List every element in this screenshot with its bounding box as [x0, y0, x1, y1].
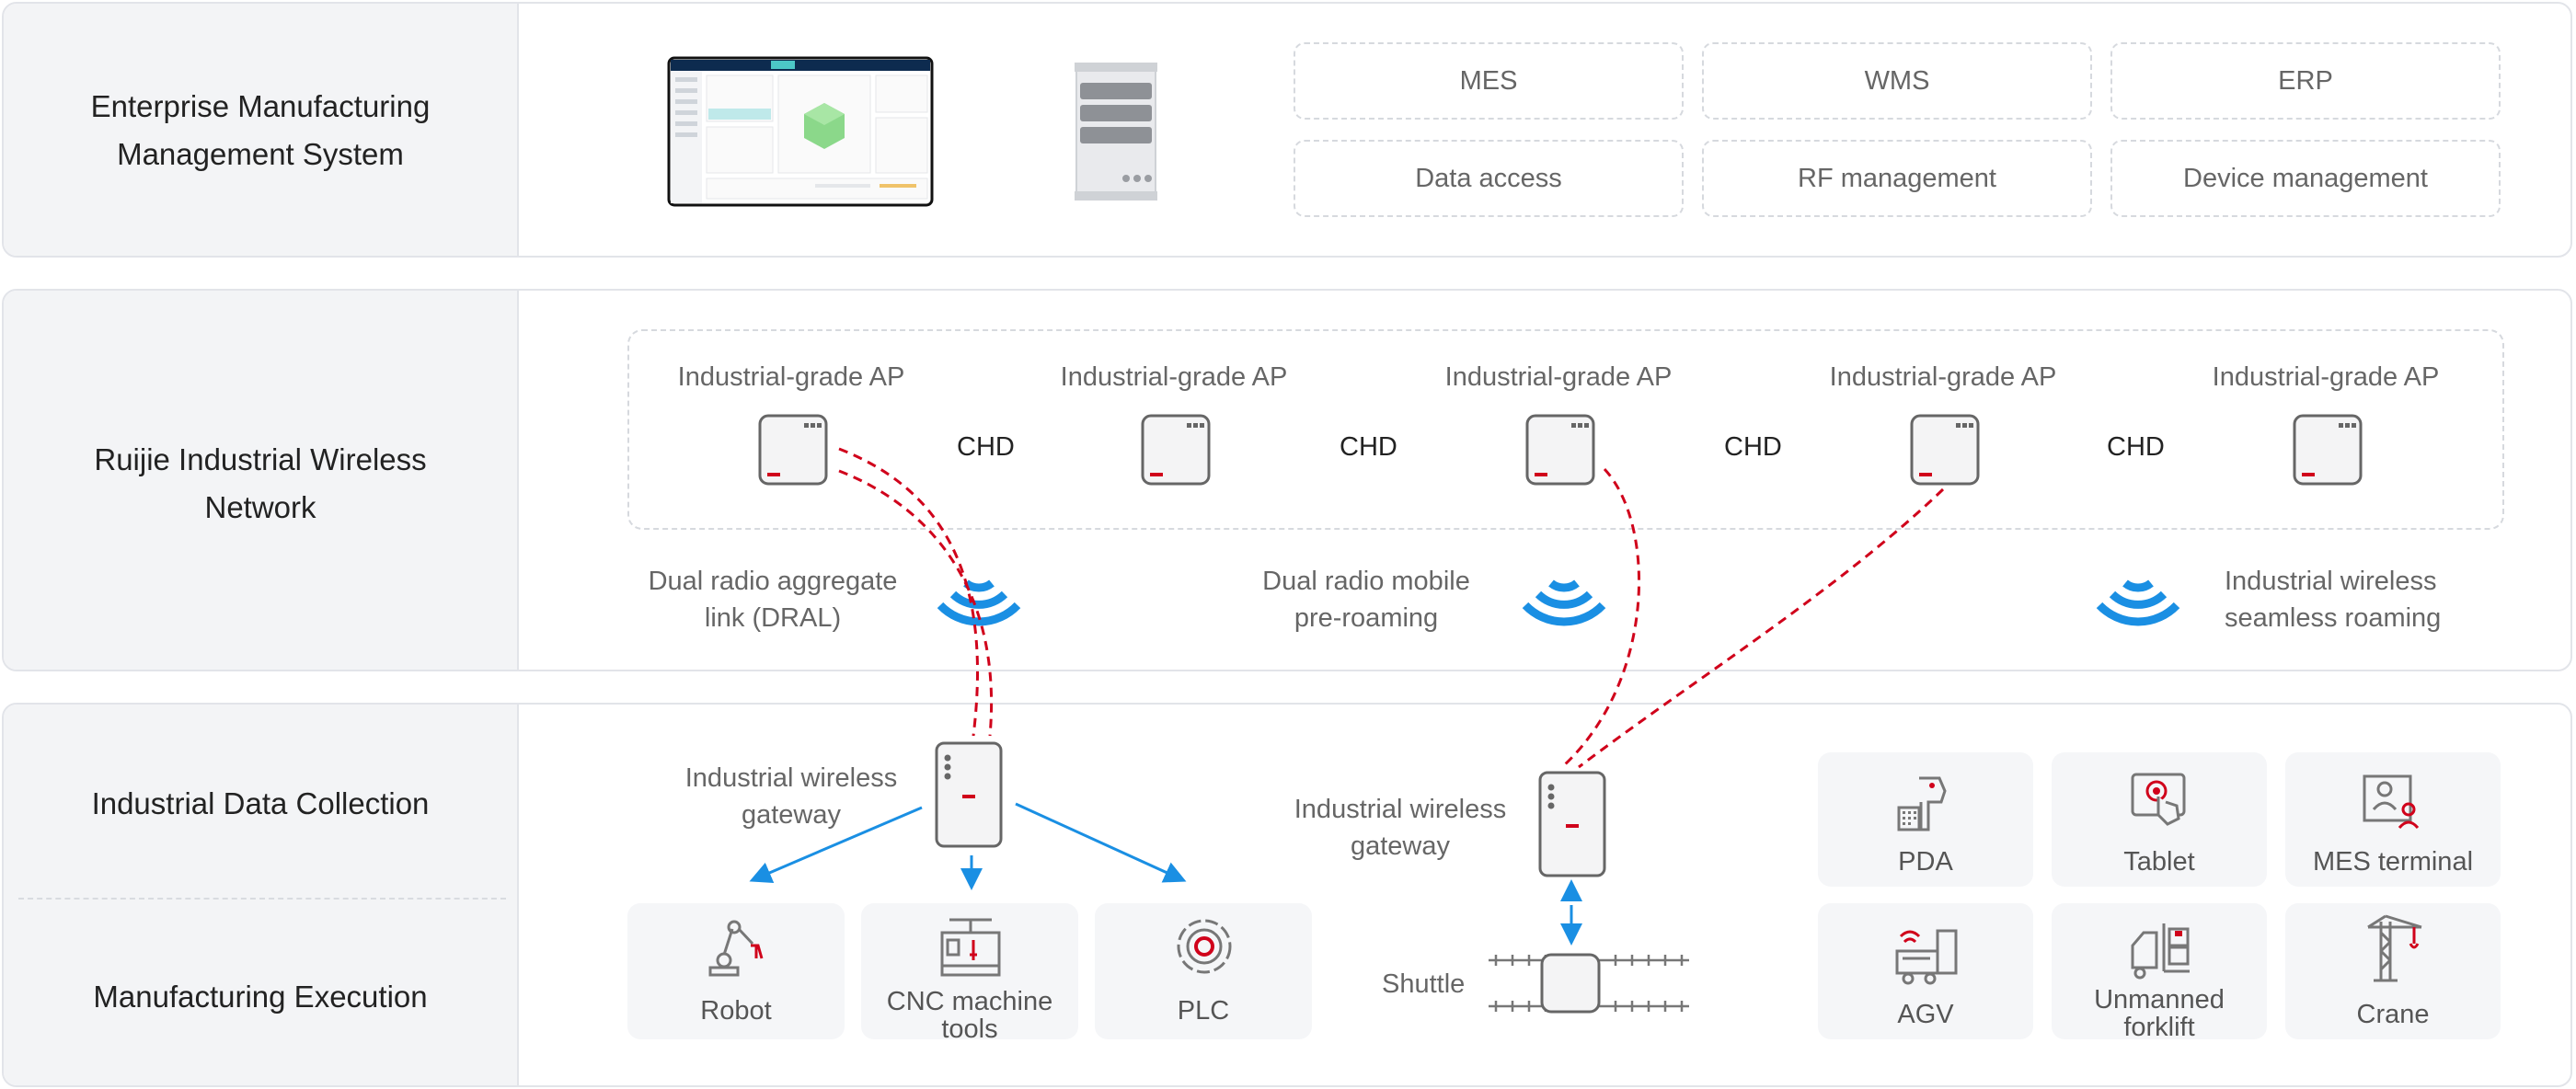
wifi-icon [2096, 579, 2180, 626]
access-point-icon [758, 414, 828, 486]
tablet-touch-icon [2131, 773, 2186, 826]
ap-group [627, 329, 2504, 530]
access-point-icon [1141, 414, 1211, 486]
terminal-label: PDA [1898, 847, 1953, 877]
shuttle-rail-icon [1489, 953, 1689, 1014]
terminal-card-crane: Crane [2285, 903, 2501, 1039]
machine-card-plc: PLC [1095, 903, 1312, 1039]
ap-label-4: Industrial-grade AP [1829, 362, 2057, 392]
enterprise-layer: Enterprise Manufacturing Management Syst… [2, 2, 2572, 258]
layer-label-panel [4, 705, 519, 1085]
terminal-card-agv: AGV [1818, 903, 2033, 1039]
system-box-rf-management: RF management [1702, 140, 2092, 217]
terminal-label: MES terminal [2312, 847, 2474, 877]
terminal-label: Crane [2356, 1000, 2430, 1029]
layer-label-panel [4, 291, 519, 670]
robot-arm-icon [708, 920, 764, 977]
ap-label-1: Industrial-grade AP [677, 362, 905, 392]
layer-label-network: Ruijie Industrial Wireless Network [94, 442, 427, 524]
ap-label-2: Industrial-grade AP [1060, 362, 1288, 392]
chd-label-4: CHD [2107, 432, 2165, 462]
layer-divider [18, 898, 506, 900]
server-rack-icon [1075, 63, 1157, 201]
access-point-icon [1525, 414, 1595, 486]
layer-label-enterprise: Enterprise Manufacturing Management Syst… [90, 89, 431, 171]
terminal-card-pda: PDA [1818, 752, 2033, 887]
wireless-gateway-icon [935, 741, 1003, 848]
layer-label-collection: Industrial Data Collection [91, 786, 430, 820]
chd-label-2: CHD [1340, 432, 1397, 462]
layer-label-panel [4, 4, 519, 256]
chd-label-1: CHD [957, 432, 1015, 462]
plc-gear-icon [1177, 919, 1232, 974]
layer-label-execution: Manufacturing Execution [93, 980, 428, 1014]
ap-label-5: Industrial-grade AP [2212, 362, 2440, 392]
access-point-icon [1910, 414, 1980, 486]
system-box-device-management: Device management [2110, 140, 2501, 217]
machine-card-robot: Robot [627, 903, 845, 1039]
terminal-label: Tablet [2123, 847, 2195, 877]
wifi-icon [1522, 579, 1606, 626]
system-box-mes: MES [1294, 42, 1684, 120]
cnc-machine-icon [940, 918, 1001, 977]
shuttle-label: Shuttle [1382, 969, 1466, 999]
pda-scanner-icon [1897, 776, 1947, 831]
ap-label-3: Industrial-grade AP [1444, 362, 1673, 392]
terminal-card-mes: MES terminal [2285, 752, 2501, 887]
system-box-wms: WMS [1702, 42, 2092, 120]
system-box-data-access: Data access [1294, 140, 1684, 217]
system-box-erp: ERP [2110, 42, 2501, 120]
machine-label: PLC [1177, 996, 1230, 1026]
mes-terminal-icon [2363, 774, 2420, 830]
forklift-icon [2131, 923, 2190, 980]
access-point-icon [2293, 414, 2363, 486]
crane-icon [2367, 914, 2422, 982]
chd-label-3: CHD [1724, 432, 1782, 462]
agv-icon [1895, 929, 1958, 985]
machine-label: Robot [700, 996, 772, 1026]
wireless-gateway-icon [1538, 771, 1606, 877]
terminal-label: AGV [1897, 1000, 1954, 1029]
dashboard-monitor-icon [667, 56, 934, 207]
terminal-card-tablet: Tablet [2052, 752, 2267, 887]
